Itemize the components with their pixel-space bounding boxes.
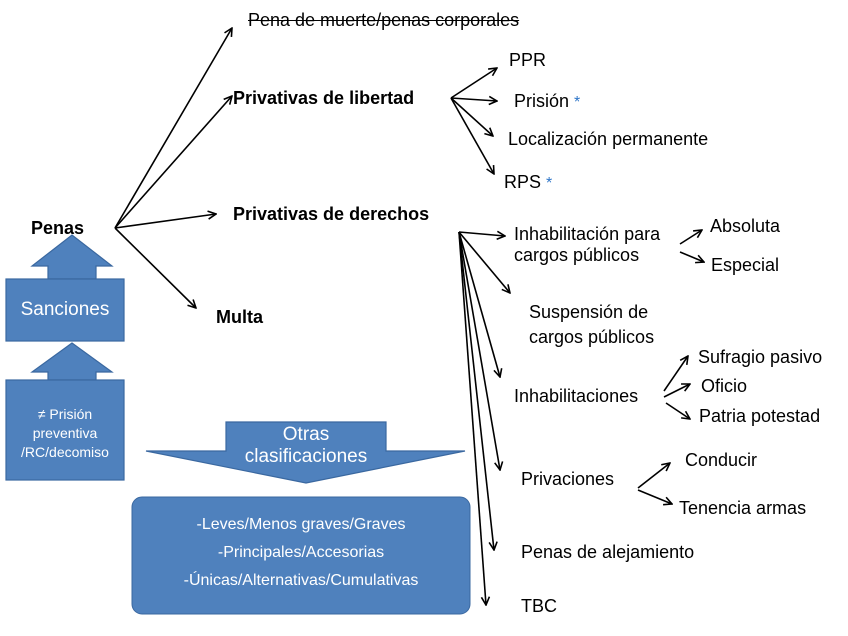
classification-item: -Leves/Menos graves/Graves [196,516,406,533]
node-rps: RPS * [504,172,553,192]
node-inhabilitaciones: Inhabilitaciones [514,386,639,406]
arrow-penas-derechos [114,214,216,229]
exclusion-box-shape [5,379,125,481]
arrow-libertad-localizacion [450,97,493,136]
otras-clasificaciones-label: Otras clasificaciones [244,424,368,467]
sanciones-up-arrow-shape [30,234,114,280]
exclusion-label: ≠ Prisión preventiva /RC/decomiso [21,406,109,460]
otras-classification-list: -Leves/Menos graves/Graves -Principales/… [132,511,470,595]
root-node-penas: Penas [31,218,85,238]
node-oficio: Oficio [701,376,748,396]
arrow-penas-abolished [114,28,232,229]
exclusion-up-arrow-shape [30,342,114,381]
node-sufragio-pasivo: Sufragio pasivo [698,347,823,367]
arrow-derechos-tbc [458,231,486,605]
arrow-derechos-inhab-cargos [458,232,505,236]
node-prision: Prisión * [514,91,581,111]
sanciones-box-shape [5,278,125,342]
node-localizacion-permanente: Localización permanente [508,129,709,149]
node-tenencia-armas: Tenencia armas [679,498,807,518]
arrow-privaciones-tenencia [637,489,672,504]
arrow-penas-libertad [114,96,232,229]
node-privaciones: Privaciones [521,469,615,489]
node-suspension-cargos: Suspensión de cargos públicos [529,302,655,347]
node-tbc: TBC [521,596,557,616]
arrow-inhab-especial [679,251,704,262]
footnote-star-icon: * [546,175,553,192]
arrow-derechos-suspension [458,231,510,293]
node-especial: Especial [711,255,780,275]
footnote-star-icon: * [574,94,581,111]
arrow-derechos-inhabilitaciones [458,231,500,377]
node-ppr: PPR [509,50,547,70]
node-abolished-penalties: Pena de muerte/penas corporales [248,10,520,30]
node-patria-potestad: Patria potestad [699,406,821,426]
arrow-derechos-privaciones [458,231,500,470]
sanciones-label: Sanciones [20,299,110,320]
node-privativas-libertad: Privativas de libertad [233,88,415,108]
arrow-penas-multa [114,227,196,308]
arrow-derechos-alejamiento [458,231,494,550]
arrow-libertad-ppr [450,68,497,99]
node-absoluta: Absoluta [710,216,781,236]
arrow-inhab-absoluta [679,230,702,245]
classification-item: -Únicas/Alternativas/Cumulativas [183,572,419,589]
node-multa: Multa [216,307,263,327]
node-privativas-derechos: Privativas de derechos [233,204,430,224]
node-conducir: Conducir [685,450,758,470]
arrow-privaciones-conducir [637,463,670,489]
arrow-libertad-rps [450,97,494,174]
otras-box-shape [131,496,471,615]
node-penas-alejamiento: Penas de alejamiento [521,542,695,562]
classification-item: -Principales/Accesorias [217,544,385,561]
otras-down-arrow-shape [145,421,466,484]
node-inhabilitacion-cargos: Inhabilitación para cargos públicos [514,224,661,265]
arrow-inhabilitaciones-sufragio [663,356,688,392]
arrow-inhabilitaciones-oficio [663,384,690,398]
arrow-inhabilitaciones-patria [665,402,690,419]
arrow-libertad-prision [450,98,497,101]
